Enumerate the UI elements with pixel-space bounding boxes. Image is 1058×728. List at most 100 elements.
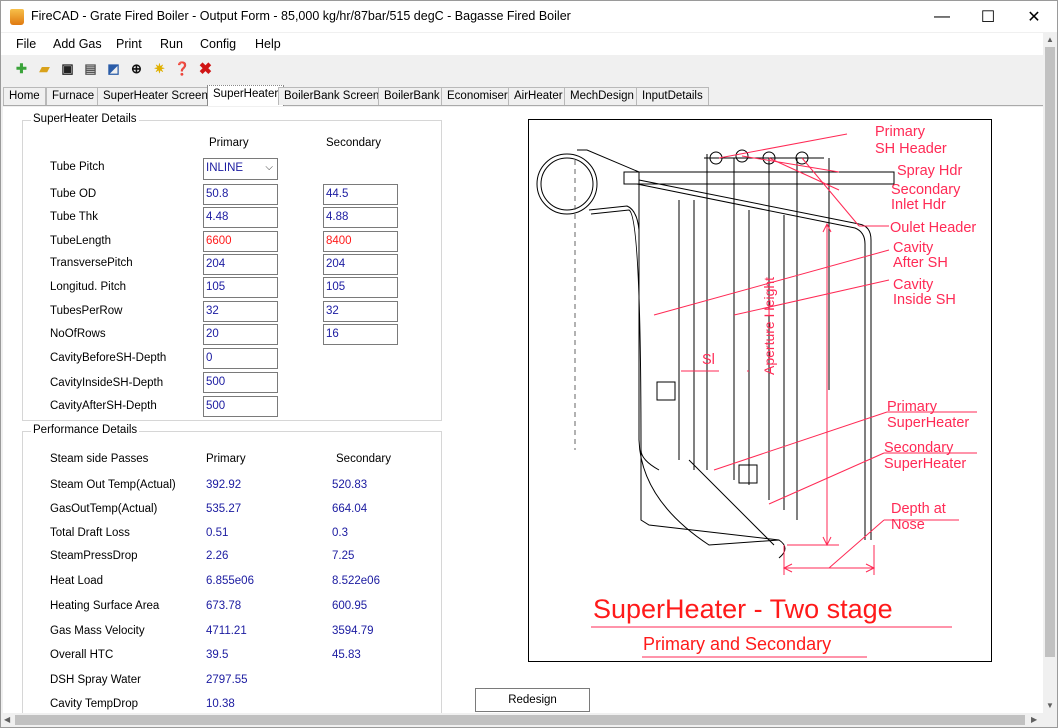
label-primary-sh-header: Primary xyxy=(875,124,925,140)
perf-label: GasOutTemp(Actual) xyxy=(50,503,158,515)
minimize-button[interactable]: — xyxy=(934,7,950,25)
tube-od-secondary-input[interactable]: 44.5 xyxy=(323,184,398,205)
menu-add-gas[interactable]: Add Gas xyxy=(53,37,102,51)
run-icon[interactable]: ✷ xyxy=(154,60,165,76)
help-icon[interactable]: ❓ xyxy=(174,60,191,76)
tube-length-primary-input[interactable]: 6600 xyxy=(203,231,278,252)
print-icon[interactable]: ▤ xyxy=(84,60,97,76)
open-folder-icon[interactable]: ▰ xyxy=(39,60,50,76)
tubes-per-row-primary-input[interactable]: 32 xyxy=(203,301,278,322)
label-secondary-inlet-2: Inlet Hdr xyxy=(891,197,946,213)
label-spray-hdr: Spray Hdr xyxy=(897,163,963,179)
perf-primary-value: 2.26 xyxy=(206,550,229,562)
tubes-per-row-label: TubesPerRow xyxy=(50,305,123,317)
horizontal-scroll-thumb[interactable] xyxy=(15,715,1025,725)
tab-home[interactable]: Home xyxy=(3,87,46,105)
tab-economiser[interactable]: Economiser xyxy=(441,87,514,105)
scroll-down-icon[interactable]: ▼ xyxy=(1046,701,1054,710)
horizontal-scrollbar[interactable]: ◀ ▶ xyxy=(1,713,1043,727)
label-depth-at-nose: Depth at xyxy=(891,501,946,517)
tube-thk-secondary-input[interactable]: 4.88 xyxy=(323,207,398,228)
maximize-button[interactable]: ☐ xyxy=(980,8,996,26)
perf-secondary-value: 664.04 xyxy=(332,503,368,515)
tab-mechdesign[interactable]: MechDesign xyxy=(564,87,640,105)
cavity-before-sh-label: CavityBeforeSH-Depth xyxy=(50,352,167,364)
cavity-inside-sh-label: CavityInsideSH-Depth xyxy=(50,377,164,389)
menu-file[interactable]: File xyxy=(16,37,37,51)
superheater-details-group: SuperHeater Details Primary Secondary Tu… xyxy=(22,113,442,421)
label-primary-superheater: Primary xyxy=(887,399,937,415)
perf-secondary-value: 3594.79 xyxy=(332,625,374,637)
perf-primary-value: 4711.21 xyxy=(206,625,247,637)
tube-length-label: TubeLength xyxy=(50,235,111,247)
drawing-main-title: SuperHeater - Two stage xyxy=(593,594,893,624)
label-secondary-superheater-2: SuperHeater xyxy=(884,456,967,472)
close-window-button[interactable]: ✕ xyxy=(1027,8,1041,26)
longitud-pitch-label: Longitud. Pitch xyxy=(50,281,127,293)
label-depth-at-nose-2: Nose xyxy=(891,517,925,533)
tab-inputdetails[interactable]: InputDetails xyxy=(636,87,709,105)
scroll-up-icon[interactable]: ▲ xyxy=(1046,35,1054,44)
perf-label: Gas Mass Velocity xyxy=(50,625,145,637)
tab-boilerbank-screen[interactable]: BoilerBank Screen xyxy=(278,87,386,105)
perf-primary-value: 673.78 xyxy=(206,600,242,612)
longitud-pitch-secondary-input[interactable]: 105 xyxy=(323,277,398,298)
label-cavity-after-sh-2: After SH xyxy=(893,255,948,271)
new-file-icon[interactable]: ✚ xyxy=(16,60,27,76)
scroll-left-icon[interactable]: ◀ xyxy=(4,715,11,724)
transverse-pitch-secondary-input[interactable]: 204 xyxy=(323,254,398,275)
tube-od-primary-input[interactable]: 50.8 xyxy=(203,184,278,205)
perf-label: Total Draft Loss xyxy=(50,527,130,539)
tube-length-secondary-input[interactable]: 8400 xyxy=(323,231,398,252)
save-icon[interactable]: ▣ xyxy=(61,60,74,76)
perf-label: SteamPressDrop xyxy=(50,550,138,562)
cavity-before-sh-input[interactable]: 0 xyxy=(203,348,278,369)
no-of-rows-label: NoOfRows xyxy=(50,328,106,340)
transverse-pitch-label: TransversePitch xyxy=(50,257,133,269)
menu-help[interactable]: Help xyxy=(255,37,281,51)
perf-label: Steam Out Temp(Actual) xyxy=(50,479,176,491)
steam-side-passes-label: Steam side Passes xyxy=(50,453,149,465)
tab-superheater[interactable]: SuperHeater xyxy=(207,85,285,106)
chart-icon[interactable]: ◩ xyxy=(107,60,120,76)
perf-secondary-value: 7.25 xyxy=(332,550,355,562)
tab-boilerbank[interactable]: BoilerBank xyxy=(378,87,446,105)
toolbar: ✚ ▰ ▣ ▤ ◩ ⊕ ✷ ❓ ✖ xyxy=(1,57,1057,81)
vertical-scrollbar[interactable]: ▲ ▼ xyxy=(1043,33,1057,713)
transverse-pitch-primary-input[interactable]: 204 xyxy=(203,254,278,275)
scroll-right-icon[interactable]: ▶ xyxy=(1031,715,1038,724)
vertical-scroll-thumb[interactable] xyxy=(1045,47,1055,657)
tube-thk-primary-input[interactable]: 4.48 xyxy=(203,207,278,228)
tube-pitch-select[interactable]: INLINE ⌵ xyxy=(203,158,278,180)
add-gas-icon[interactable]: ⊕ xyxy=(131,60,142,76)
tab-airheater[interactable]: AirHeater xyxy=(508,87,569,105)
tubes-per-row-secondary-input[interactable]: 32 xyxy=(323,301,398,322)
redesign-button[interactable]: Redesign xyxy=(475,688,590,712)
perf-primary-value: 6.855e06 xyxy=(206,575,254,587)
label-primary-superheater-2: SuperHeater xyxy=(887,415,970,431)
label-cavity-inside-sh-2: Inside SH xyxy=(893,292,956,308)
perf-secondary-value: 45.83 xyxy=(332,649,361,661)
perf-label: DSH Spray Water xyxy=(50,674,141,686)
no-of-rows-primary-input[interactable]: 20 xyxy=(203,324,278,345)
label-primary-sh-header-2: SH Header xyxy=(875,141,947,157)
no-of-rows-secondary-input[interactable]: 16 xyxy=(323,324,398,345)
tab-superheater-screen[interactable]: SuperHeater Screen xyxy=(97,87,214,105)
exit-icon[interactable]: ✖ xyxy=(198,60,213,78)
label-aperture-height: Aperture Height xyxy=(761,276,777,375)
superheater-drawing: Primary SH Header Spray Hdr Secondary In… xyxy=(528,119,992,662)
menu-run[interactable]: Run xyxy=(160,37,183,51)
perf-secondary-value: 520.83 xyxy=(332,479,368,491)
menu-print[interactable]: Print xyxy=(116,37,142,51)
cavity-inside-sh-input[interactable]: 500 xyxy=(203,372,278,393)
menu-config[interactable]: Config xyxy=(200,37,237,51)
tab-furnace[interactable]: Furnace xyxy=(46,87,101,105)
cavity-after-sh-input[interactable]: 500 xyxy=(203,396,278,417)
perf-label: Heat Load xyxy=(50,575,104,587)
perf-label: Cavity TempDrop xyxy=(50,698,138,710)
perf-secondary-header: Secondary xyxy=(336,453,391,465)
superheater-schematic xyxy=(536,133,977,658)
title-bar: FireCAD - Grate Fired Boiler - Output Fo… xyxy=(1,1,1057,32)
label-cavity-inside-sh: Cavity xyxy=(893,277,934,293)
longitud-pitch-primary-input[interactable]: 105 xyxy=(203,277,278,298)
